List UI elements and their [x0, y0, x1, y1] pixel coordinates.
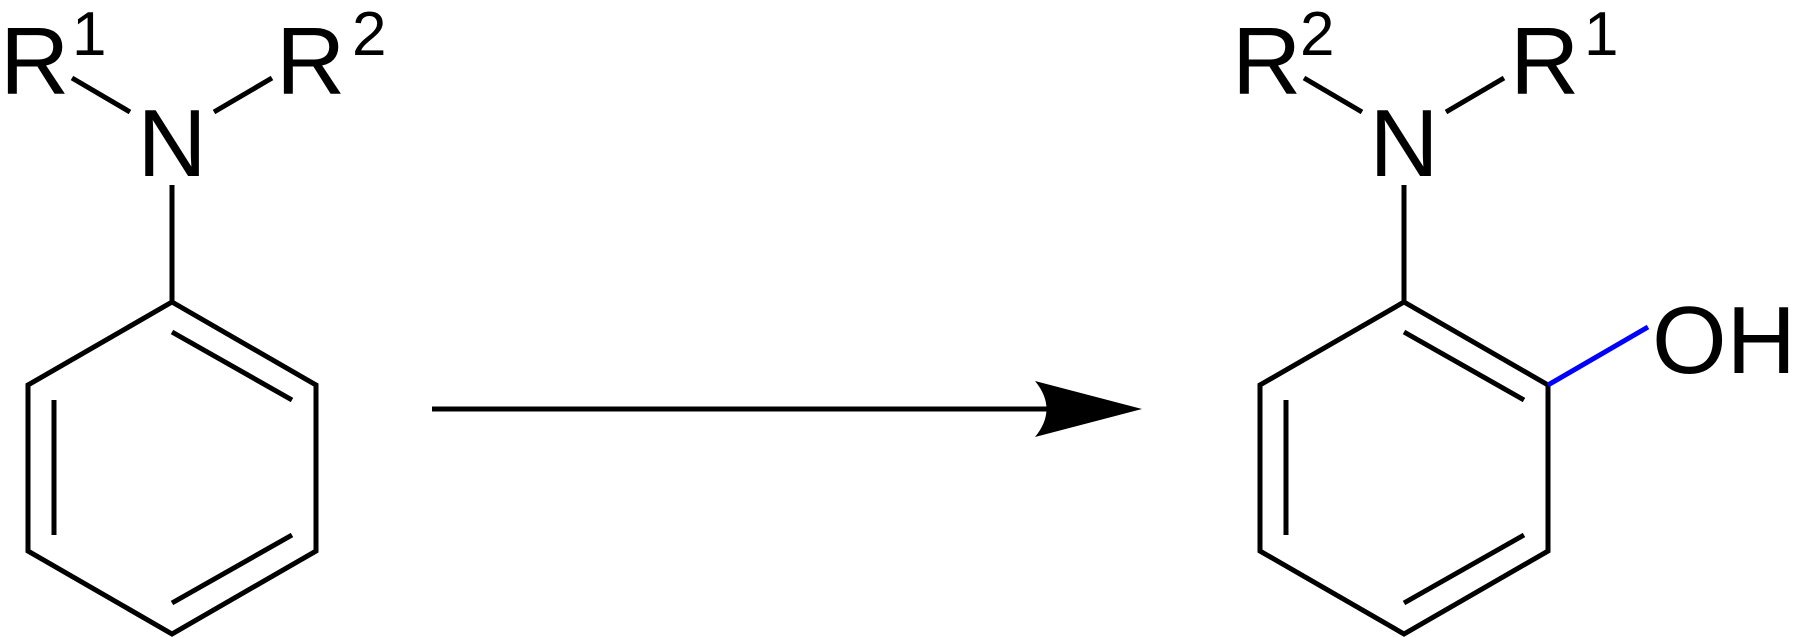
product-nitrogen-atom: N: [1369, 90, 1438, 197]
reactant-n-r2-bond: [212, 75, 274, 115]
product-molecule: N R 2 R 1 OH: [1232, 0, 1794, 637]
reactant-r1-label: R: [0, 8, 69, 115]
reactant-n-r1-bond: [70, 75, 132, 115]
reactant-ring-double-bond-2: [170, 532, 294, 606]
reactant-r2-label: R: [276, 8, 345, 115]
product-ring-outline: [1257, 299, 1551, 637]
product-hydroxyl-label: OH: [1652, 287, 1794, 394]
reaction-arrow: [432, 381, 1142, 437]
product-oh-bond: [1546, 324, 1650, 388]
reactant-r2-index: 2: [352, 0, 386, 69]
reactant-ring-outline: [25, 299, 319, 637]
product-n-r1-bond: [1444, 75, 1506, 115]
product-benzene-ring: [1257, 299, 1551, 637]
reaction-arrow-head: [1035, 381, 1142, 437]
reactant-r1-index: 1: [72, 0, 106, 69]
product-ring-double-bond-1: [1402, 329, 1526, 403]
reactant-benzene-ring: [25, 299, 319, 637]
product-r2-index: 2: [1300, 0, 1334, 69]
product-n-r2-bond: [1302, 75, 1364, 115]
reactant-molecule: N R 1 R 2: [0, 0, 386, 637]
reactant-nitrogen-atom: N: [137, 90, 206, 197]
reactant-ring-double-bond-1: [170, 329, 294, 403]
product-r2-label: R: [1232, 8, 1301, 115]
product-ring-double-bond-2: [1402, 532, 1526, 606]
product-r1-label: R: [1510, 8, 1579, 115]
product-r1-index: 1: [1584, 0, 1618, 69]
